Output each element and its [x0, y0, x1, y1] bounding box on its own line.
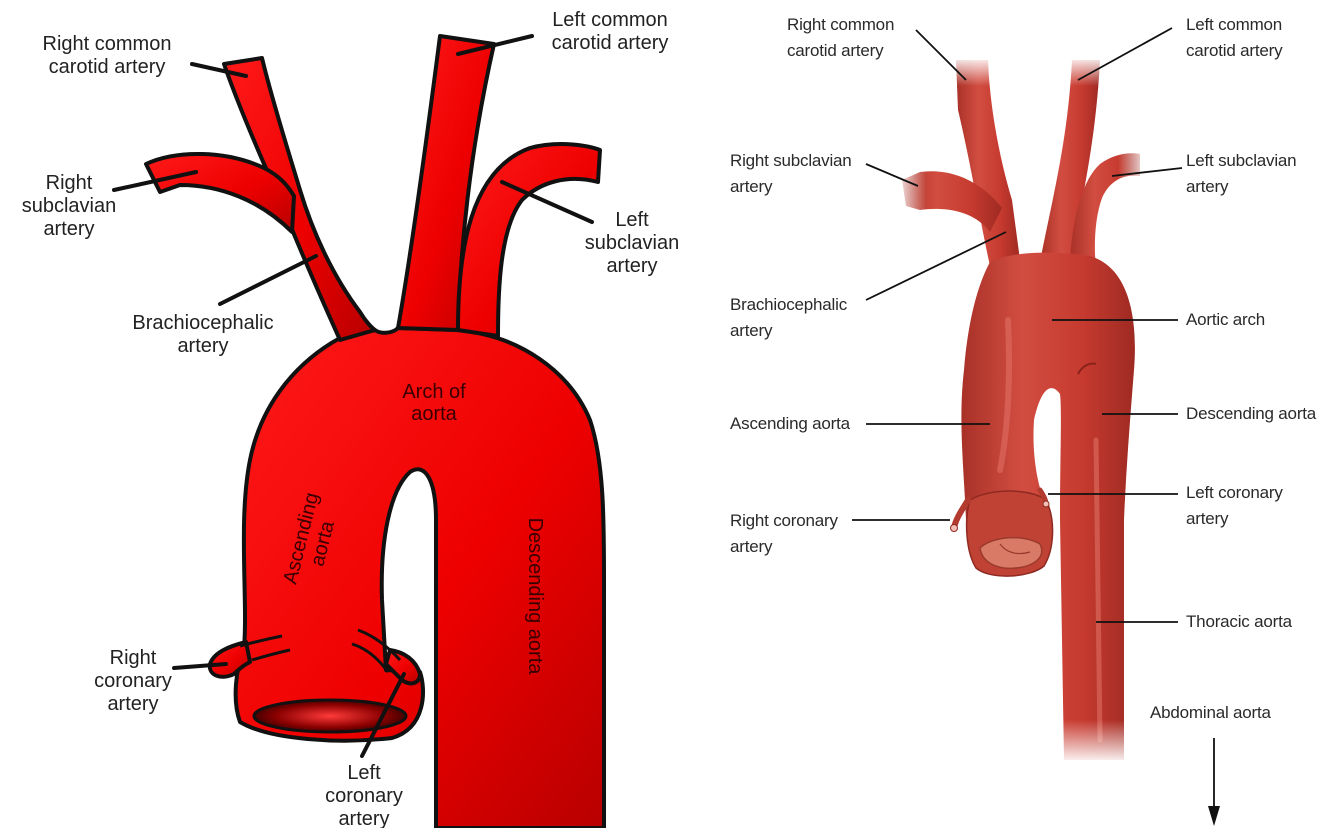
left-label-left-common-carotid: Left common carotid artery	[530, 9, 690, 55]
label-line: artery	[730, 534, 838, 560]
label-line: Left	[316, 762, 412, 785]
label-line: artery	[730, 174, 852, 200]
label-line: artery	[730, 318, 847, 344]
left-label-descending-aorta: Descending aorta	[524, 511, 546, 681]
label-line: coronary	[88, 670, 178, 693]
label-line: Right subclavian	[730, 148, 852, 174]
label-line: Right common	[22, 33, 192, 56]
label-line: artery	[88, 693, 178, 716]
label-line: Thoracic aorta	[1186, 609, 1292, 635]
label-line: subclavian	[14, 195, 124, 218]
right-label-descending-aorta: Descending aorta	[1186, 401, 1316, 427]
label-line: artery	[1186, 174, 1296, 200]
right-label-brachiocephalic: Brachiocephalic artery	[730, 292, 847, 344]
label-line: Descending aorta	[1186, 401, 1316, 427]
label-line: carotid artery	[22, 56, 192, 79]
right-label-left-subclavian: Left subclavian artery	[1186, 148, 1296, 200]
left-label-left-coronary: Left coronary artery	[316, 762, 412, 828]
label-line: Left subclavian	[1186, 148, 1296, 174]
abdominal-arrow	[1208, 738, 1220, 826]
label-line: coronary	[316, 785, 412, 808]
label-line: Right	[14, 172, 124, 195]
label-line: Aortic arch	[1186, 307, 1265, 333]
label-line: carotid artery	[530, 32, 690, 55]
left-label-right-common-carotid: Right common carotid artery	[22, 33, 192, 79]
label-line: Left coronary	[1186, 480, 1283, 506]
left-aorta-diagram	[146, 36, 604, 828]
label-line: Ascending aorta	[730, 411, 850, 437]
left-label-right-coronary: Right coronary artery	[88, 647, 178, 716]
right-label-right-common-carotid: Right common carotid artery	[787, 12, 894, 64]
label-line: Descending aorta	[524, 511, 546, 681]
label-line: artery	[108, 335, 298, 358]
right-label-ascending-aorta: Ascending aorta	[730, 411, 850, 437]
label-line: Arch of	[384, 381, 484, 403]
left-label-brachiocephalic: Brachiocephalic artery	[108, 312, 298, 358]
label-line: Right	[88, 647, 178, 670]
label-line: Left common	[1186, 12, 1282, 38]
label-line: Left common	[530, 9, 690, 32]
label-line: Abdominal aorta	[1150, 700, 1271, 726]
right-label-thoracic-aorta: Thoracic aorta	[1186, 609, 1292, 635]
left-label-arch-of-aorta: Arch of aorta	[384, 381, 484, 425]
label-line: aorta	[384, 403, 484, 425]
label-line: artery	[1186, 506, 1283, 532]
label-line: subclavian	[574, 232, 690, 255]
label-line: Brachiocephalic	[108, 312, 298, 335]
left-label-left-subclavian: Left subclavian artery	[574, 209, 690, 278]
right-label-aortic-arch: Aortic arch	[1186, 307, 1265, 333]
label-line: Right common	[787, 12, 894, 38]
right-brachiocephalic-vessel	[956, 60, 1020, 266]
label-line: carotid artery	[787, 38, 894, 64]
right-aorta-diagram	[896, 56, 1148, 764]
label-line: Right coronary	[730, 508, 838, 534]
right-label-left-common-carotid: Left common carotid artery	[1186, 12, 1282, 64]
label-line: artery	[316, 808, 412, 828]
right-label-right-coronary: Right coronary artery	[730, 508, 838, 560]
label-line: artery	[574, 255, 690, 278]
label-line: artery	[14, 218, 124, 241]
label-line: Left	[574, 209, 690, 232]
right-label-left-coronary: Left coronary artery	[1186, 480, 1283, 532]
right-label-abdominal-aorta: Abdominal aorta	[1150, 700, 1271, 726]
label-line: carotid artery	[1186, 38, 1282, 64]
left-label-right-subclavian: Right subclavian artery	[14, 172, 124, 241]
label-line: Brachiocephalic	[730, 292, 847, 318]
right-label-right-subclavian: Right subclavian artery	[730, 148, 852, 200]
